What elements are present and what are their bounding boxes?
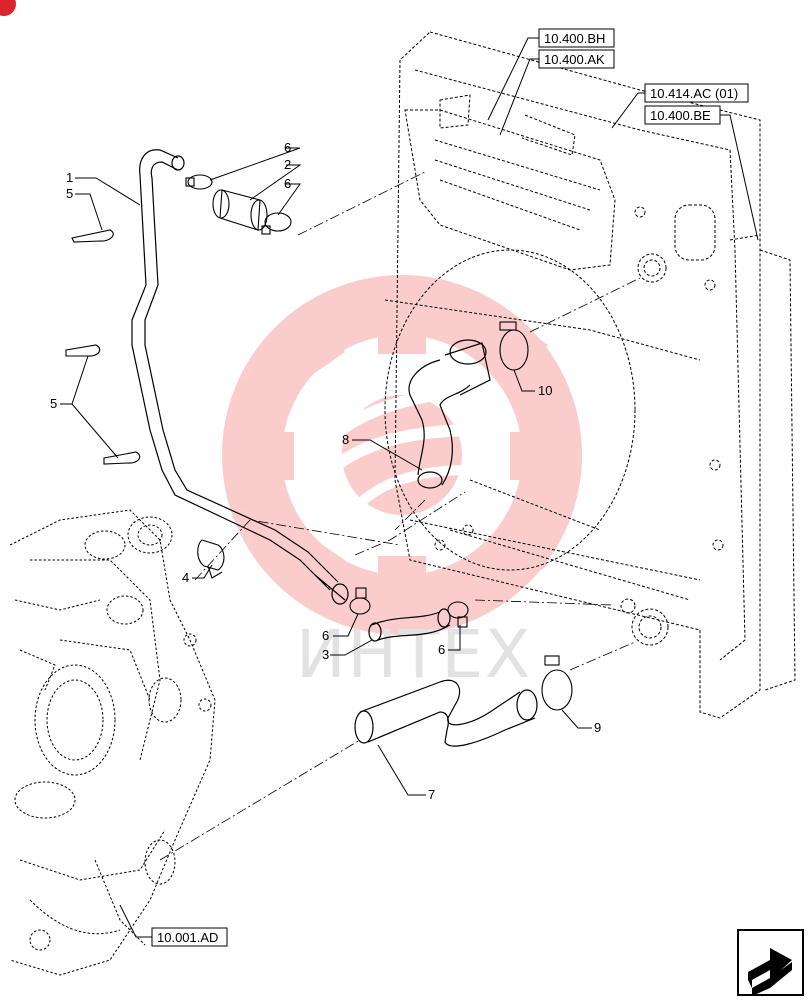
next-page-arrow-icon[interactable] bbox=[737, 929, 804, 996]
red-badge-icon bbox=[0, 0, 16, 16]
part-3-lower-hose bbox=[368, 608, 451, 642]
ref-box-10-400-bh[interactable]: 10.400.BH bbox=[538, 28, 615, 48]
callout-5-mid: 5 bbox=[50, 396, 57, 411]
part-5-cable-tie-mid bbox=[65, 344, 101, 357]
ref-label-10-400-be: 10.400.BE bbox=[650, 108, 711, 123]
ref-label-10-400-ak: 10.400.AK bbox=[544, 52, 605, 67]
part-4-clip bbox=[197, 539, 225, 579]
engine-block bbox=[9, 509, 216, 976]
callout-6-second: 6 bbox=[284, 176, 291, 191]
callout-6-lower-right: 6 bbox=[438, 642, 445, 657]
callout-2: 2 bbox=[284, 157, 291, 172]
callout-3: 3 bbox=[322, 647, 329, 662]
callout-4: 4 bbox=[182, 570, 189, 585]
part-7-large-hose bbox=[354, 679, 538, 747]
part-2-sleeve bbox=[212, 189, 268, 231]
callout-6-lower-left: 6 bbox=[322, 628, 329, 643]
ref-label-10-414-ac: 10.414.AC (01) bbox=[650, 86, 738, 101]
alignment-lines bbox=[159, 171, 641, 861]
part-5-cable-tie-low bbox=[103, 451, 141, 465]
part-6-clamp-lower-right bbox=[447, 601, 469, 628]
part-8-upper-hose bbox=[408, 339, 491, 489]
ref-box-10-400-ak[interactable]: 10.400.AK bbox=[538, 49, 615, 69]
ref-box-10-400-be[interactable]: 10.400.BE bbox=[644, 105, 721, 125]
callout-6-top: 6 bbox=[284, 140, 291, 155]
callout-8: 8 bbox=[342, 432, 349, 447]
part-9-clamp bbox=[541, 655, 573, 711]
ref-box-10-001-ad[interactable]: 10.001.AD bbox=[151, 927, 228, 947]
part-5-cable-tie-top bbox=[71, 229, 114, 243]
callout-10: 10 bbox=[538, 383, 552, 398]
ref-leader-lines bbox=[119, 37, 759, 938]
part-6-clamp-lower-left bbox=[349, 587, 371, 615]
part-6-clamp-upper-right bbox=[261, 212, 292, 235]
part-1-pipe bbox=[131, 149, 349, 605]
ref-label-10-001-ad: 10.001.AD bbox=[157, 930, 218, 945]
callout-1: 1 bbox=[66, 170, 73, 185]
ref-label-10-400-bh: 10.400.BH bbox=[544, 31, 605, 46]
ref-box-10-414-ac[interactable]: 10.414.AC (01) bbox=[644, 83, 749, 103]
callout-9: 9 bbox=[594, 720, 601, 735]
callout-7: 7 bbox=[428, 787, 435, 802]
part-6-clamp-upper-left bbox=[185, 174, 213, 190]
watermark-logo bbox=[222, 275, 582, 635]
callout-5-top: 5 bbox=[66, 186, 73, 201]
callout-leader-lines bbox=[60, 147, 592, 796]
